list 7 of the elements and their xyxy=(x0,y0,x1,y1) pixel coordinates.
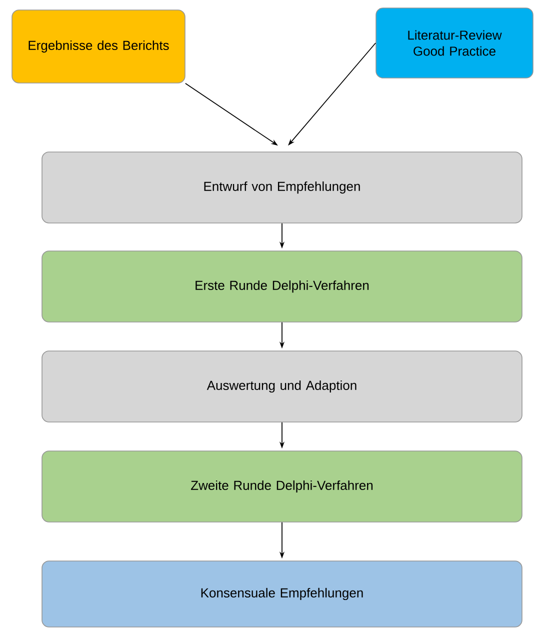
process-box: Entwurf von Empfehlungen xyxy=(42,152,522,224)
process-box: Konsensuale Empfehlungen xyxy=(42,560,522,628)
process-box: Erste Runde Delphi-Verfahren xyxy=(42,250,522,322)
process-box: Ergebnisse des Berichts xyxy=(12,10,186,84)
process-box: Literatur-Review Good Practice xyxy=(376,8,534,78)
process-box: Auswertung und Adaption xyxy=(42,350,522,422)
process-box: Zweite Runde Delphi-Verfahren xyxy=(42,450,522,522)
